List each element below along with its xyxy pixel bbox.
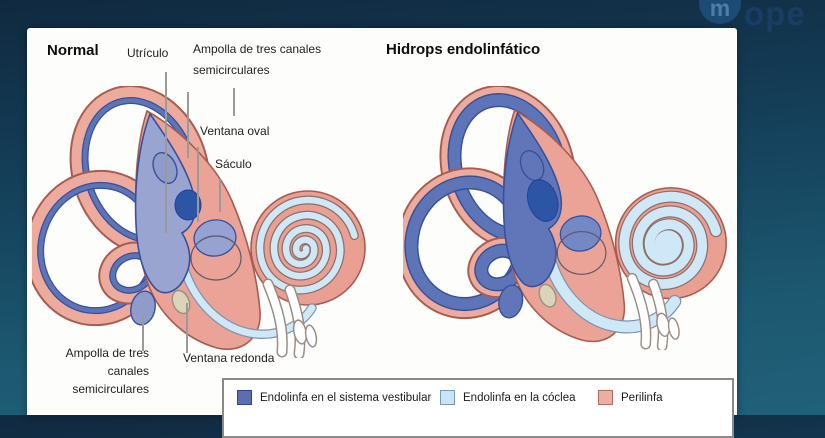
legend-label-endolinfa-vestibular: Endolinfa en el sistema vestibular [260,391,432,404]
leader-line-utriculo [165,72,167,233]
ampulla-inferior [130,290,156,326]
label-ampolla-inferior-line2: canales semicirculares [72,364,149,396]
ampulla-inferior [498,284,524,319]
figure-title-normal: Normal [47,42,99,59]
label-ventana-oval: Ventana oval [200,124,270,138]
cochlea [614,187,727,300]
label-ampolla-superior-line1: Ampolla de tres canales [193,42,322,56]
saccule [193,219,237,257]
leader-line-ampolla-inferior [142,315,144,351]
legend-item-endolinfa-vestibular: Endolinfa en el sistema vestibular [237,390,431,405]
saccule [559,215,602,252]
leader-line-ventana-redonda [186,303,188,353]
legend-swatch-perilinfa [598,390,613,405]
brand-logo: m ope [694,0,825,32]
leader-line-ventana-oval [197,147,199,222]
label-utriculo: Utrículo [127,46,169,60]
utricle [174,189,202,221]
legend-item-perilinfa: Perilinfa [598,390,663,405]
legend-label-perilinfa: Perilinfa [621,391,663,404]
legend-label-endolinfa-coclea: Endolinfa en la cóclea [463,391,576,404]
figure-title-hydrops: Hidrops endolinfático [386,41,541,58]
perilymph-ribbon [626,272,680,350]
legend: Endolinfa en el sistema vestibular Endol… [222,378,734,438]
cochlea [250,190,366,306]
normal-ear-illustration [32,86,366,358]
leader-line-ampolla-superior-a [187,92,189,158]
logo-text: ope [744,0,806,32]
perilymph-ribbon [262,278,318,358]
logo-circle-icon [699,0,741,24]
label-ampolla-inferior: Ampolla de tres canales semicirculares [31,344,149,398]
label-ventana-redonda: Ventana redonda [183,351,275,365]
round-window [538,283,557,308]
legend-swatch-endolinfa-vestibular [237,390,252,405]
label-ampolla-superior: Ampolla de tres canales semicirculares [193,39,323,81]
leader-line-ampolla-superior-b [233,88,235,116]
label-ampolla-superior-line2: semicirculares [193,63,270,77]
diagram-panel: Normal Hidrops endolinfático Utrículo Am… [27,28,737,438]
label-saculo: Sáculo [215,157,252,171]
utricle [526,179,559,222]
leader-line-saculo [219,179,221,212]
round-window [171,289,191,315]
legend-swatch-endolinfa-coclea [440,390,455,405]
hydrops-ear-illustration [403,86,727,350]
legend-item-endolinfa-coclea: Endolinfa en la cóclea [440,390,576,405]
logo-m-icon: m [710,0,730,21]
label-ampolla-inferior-line1: Ampolla de tres [65,346,149,360]
